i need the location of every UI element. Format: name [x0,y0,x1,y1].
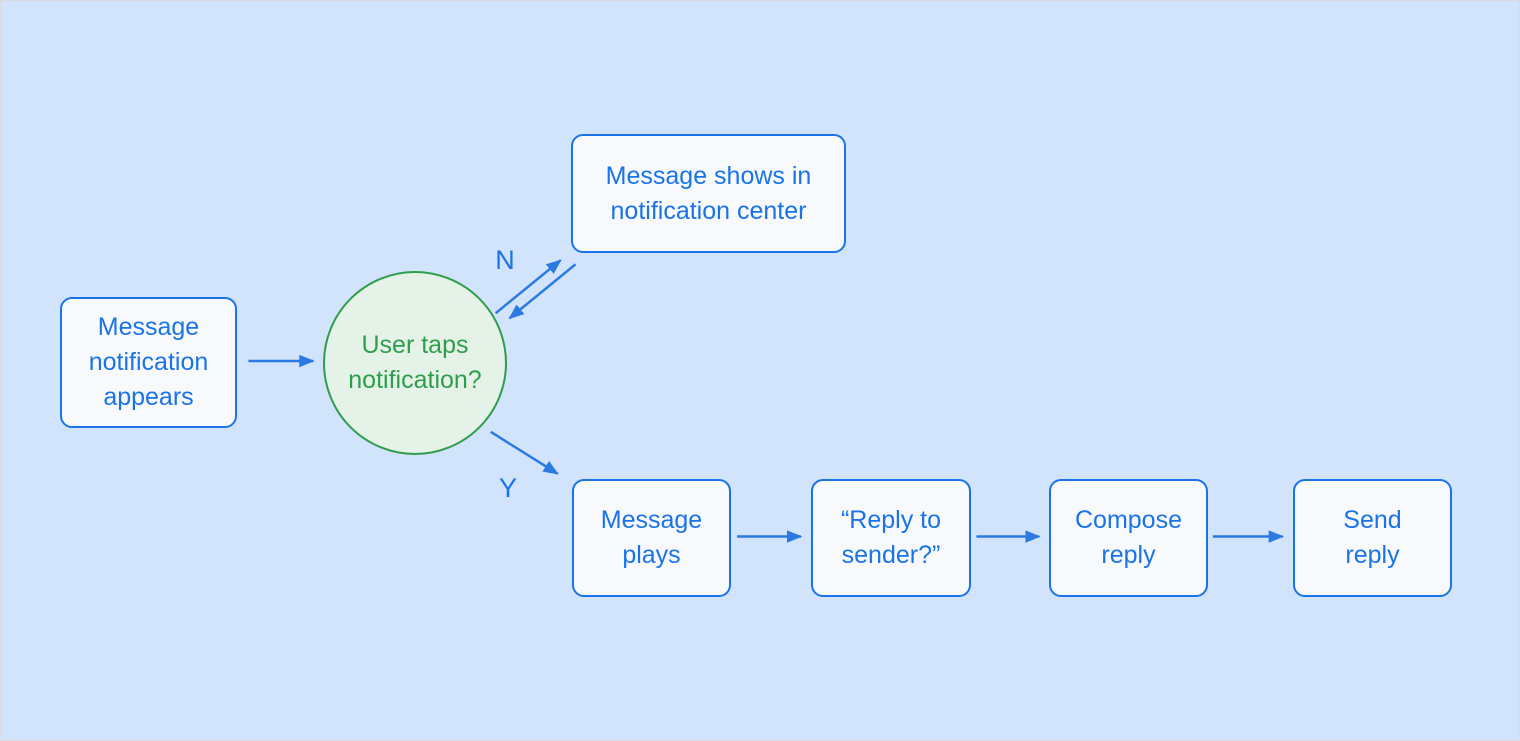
node-message-notification-appears: Message notification appears [60,297,237,428]
node-label-line: plays [622,541,681,569]
node-label-line: notification? [348,366,482,394]
node-label-line: User taps [361,331,469,359]
node-reply-to-sender: “Reply to sender?” [811,479,971,597]
node-label-line: Compose [1075,506,1182,534]
edge-label-no: N [495,245,515,275]
edge-decision-to-message-plays [490,430,559,475]
node-label-line: notification [88,348,209,376]
node-label-line: “Reply to [840,506,942,534]
node-label-line: appears [103,383,194,411]
node-label-line: notification center [610,196,807,225]
node-label-line: sender?” [841,541,941,569]
node-label-line: Message [97,313,200,341]
node-label-line: reply [1101,541,1156,569]
node-label-line: Message [600,506,703,534]
node-message-shows-in-notification-center: Message shows in notification center [571,134,846,253]
node-label-line: reply [1345,541,1400,569]
node-message-plays: Message plays [572,479,731,597]
node-compose-reply: Compose reply [1049,479,1208,597]
node-decision-user-taps-notification: User taps notification? [323,271,507,455]
node-label-line: Message shows in [605,161,812,190]
node-label-line: Send [1343,506,1402,534]
node-send-reply: Send reply [1293,479,1452,597]
edge-label-yes: Y [498,473,517,503]
